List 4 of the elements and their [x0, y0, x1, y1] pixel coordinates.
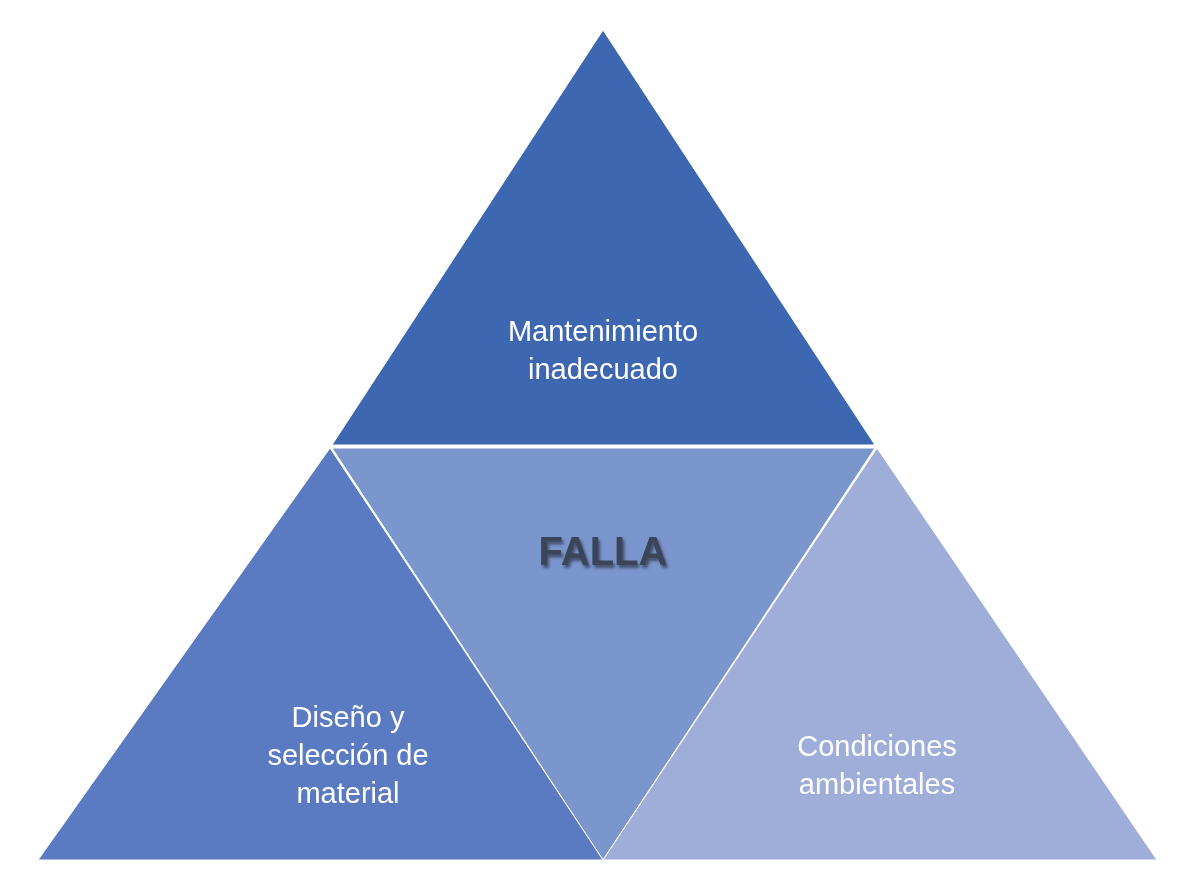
segment-label: Mantenimiento inadecuado [506, 314, 700, 387]
segment-label: FALLA [537, 532, 669, 570]
segment-label: Condiciones ambientales [796, 729, 958, 802]
segment-label: Diseño y selección de material [266, 700, 430, 811]
